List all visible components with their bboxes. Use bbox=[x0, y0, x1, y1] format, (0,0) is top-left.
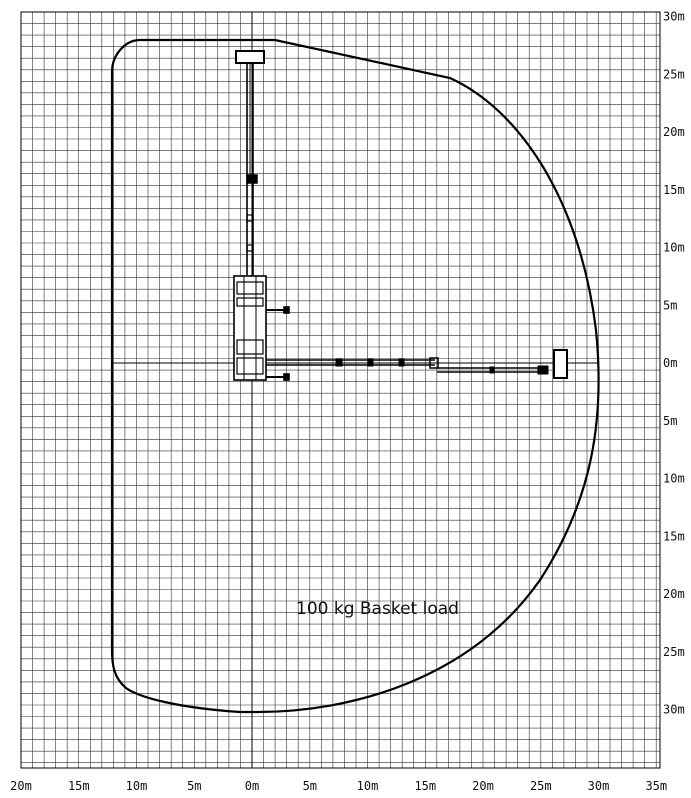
side-basket bbox=[553, 349, 568, 379]
y-tick-label: 5m bbox=[663, 414, 677, 428]
y-tick-label: 25m bbox=[663, 67, 685, 81]
vertical-boom bbox=[235, 50, 265, 275]
y-axis-tick-labels: 30m 25m 20m 15m 10m 5m 0m 5m 10m 15m 20m 25m 30m bbox=[663, 10, 685, 717]
y-tick-label: 20m bbox=[663, 587, 685, 601]
y-tick-label: 30m bbox=[663, 703, 685, 717]
x-tick-label: 25m bbox=[530, 779, 552, 793]
working-envelope bbox=[110, 38, 600, 714]
x-tick-label: 20m bbox=[472, 779, 494, 793]
x-tick-label: 5m bbox=[303, 779, 317, 793]
x-tick-label: 15m bbox=[68, 779, 90, 793]
y-tick-label: 5m bbox=[663, 298, 677, 312]
horizontal-boom bbox=[266, 349, 568, 379]
x-tick-label: 10m bbox=[357, 779, 379, 793]
x-tick-label: 5m bbox=[187, 779, 201, 793]
x-tick-label: 30m bbox=[588, 779, 610, 793]
basket-load-label: 100 kg Basket load bbox=[296, 599, 459, 619]
y-tick-label: 10m bbox=[663, 472, 685, 486]
y-tick-label: 20m bbox=[663, 125, 685, 139]
y-tick-label: 10m bbox=[663, 241, 685, 255]
x-tick-label: 15m bbox=[414, 779, 436, 793]
vehicle-chassis bbox=[233, 275, 290, 381]
x-tick-label: 10m bbox=[126, 779, 148, 793]
x-axis-tick-labels: 20m 15m 10m 5m 0m 5m 10m 15m 20m 25m 30m 35m bbox=[10, 779, 667, 793]
y-tick-label: 0m bbox=[663, 356, 677, 370]
top-basket bbox=[235, 50, 265, 64]
x-tick-label: 35m bbox=[645, 779, 667, 793]
y-tick-label: 25m bbox=[663, 645, 685, 659]
x-tick-label: 20m bbox=[10, 779, 32, 793]
y-tick-label: 15m bbox=[663, 183, 685, 197]
x-tick-label: 0m bbox=[245, 779, 259, 793]
y-tick-label: 30m bbox=[663, 10, 685, 24]
grid bbox=[20, 11, 661, 769]
y-tick-label: 15m bbox=[663, 529, 685, 543]
